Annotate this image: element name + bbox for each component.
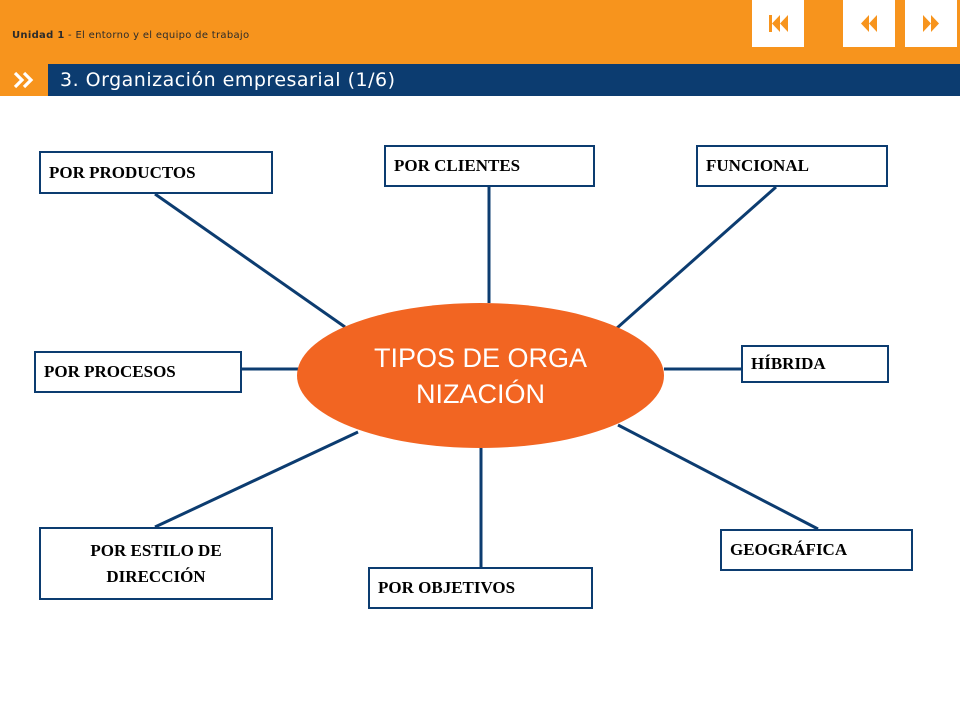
connector-por-estilo bbox=[154, 430, 359, 529]
unit-caption: Unidad 1 - El entorno y el equipo de tra… bbox=[12, 30, 249, 41]
node-por-procesos-label: POR PROCESOS bbox=[44, 362, 176, 381]
double-chevron-right-icon bbox=[13, 71, 34, 89]
node-funcional-label: FUNCIONAL bbox=[706, 156, 809, 175]
node-hibrida-label: HÍBRIDA bbox=[751, 354, 826, 373]
node-geografica: GEOGRÁFICA bbox=[720, 529, 913, 571]
hub-text: TIPOS DE ORGANIZACIÓN bbox=[373, 342, 588, 409]
hub-label: TIPOS DE ORGANIZACIÓN bbox=[297, 303, 664, 448]
node-por-objetivos: POR OBJETIVOS bbox=[368, 567, 593, 609]
skip-to-start-icon bbox=[769, 15, 788, 32]
node-hibrida: HÍBRIDA bbox=[741, 345, 889, 383]
fast-forward-icon bbox=[923, 15, 939, 32]
node-por-productos-label: POR PRODUCTOS bbox=[49, 162, 196, 182]
title-bar bbox=[0, 64, 960, 96]
section-title: 3. Organización empresarial (1/6) bbox=[60, 69, 396, 91]
node-por-estilo-label: POR ESTILO DE DIRECCIÓN bbox=[90, 540, 222, 586]
unit-label: Unidad 1 bbox=[12, 30, 65, 41]
node-geografica-label: GEOGRÁFICA bbox=[730, 540, 848, 559]
connector-geografica bbox=[617, 423, 819, 531]
first-slide-button[interactable] bbox=[752, 0, 804, 47]
header-bar: Unidad 1 - El entorno y el equipo de tra… bbox=[0, 0, 960, 64]
rewind-icon bbox=[861, 15, 877, 32]
connector-por-productos bbox=[154, 192, 346, 329]
node-por-clientes-label: POR CLIENTES bbox=[394, 156, 521, 175]
node-por-clientes: POR CLIENTES bbox=[384, 145, 595, 187]
chevron-block bbox=[0, 64, 48, 96]
hub-ellipse bbox=[297, 303, 664, 448]
node-por-estilo: POR ESTILO DE DIRECCIÓN bbox=[39, 527, 273, 600]
next-slide-button[interactable] bbox=[905, 0, 957, 47]
previous-slide-button[interactable] bbox=[843, 0, 895, 47]
node-funcional: FUNCIONAL bbox=[696, 145, 888, 187]
node-por-objetivos-label: POR OBJETIVOS bbox=[378, 578, 516, 597]
node-por-procesos: POR PROCESOS bbox=[34, 351, 242, 393]
node-por-productos: POR PRODUCTOS bbox=[39, 151, 273, 194]
unit-subtitle: - El entorno y el equipo de trabajo bbox=[64, 30, 250, 41]
connector-funcional bbox=[616, 185, 777, 330]
